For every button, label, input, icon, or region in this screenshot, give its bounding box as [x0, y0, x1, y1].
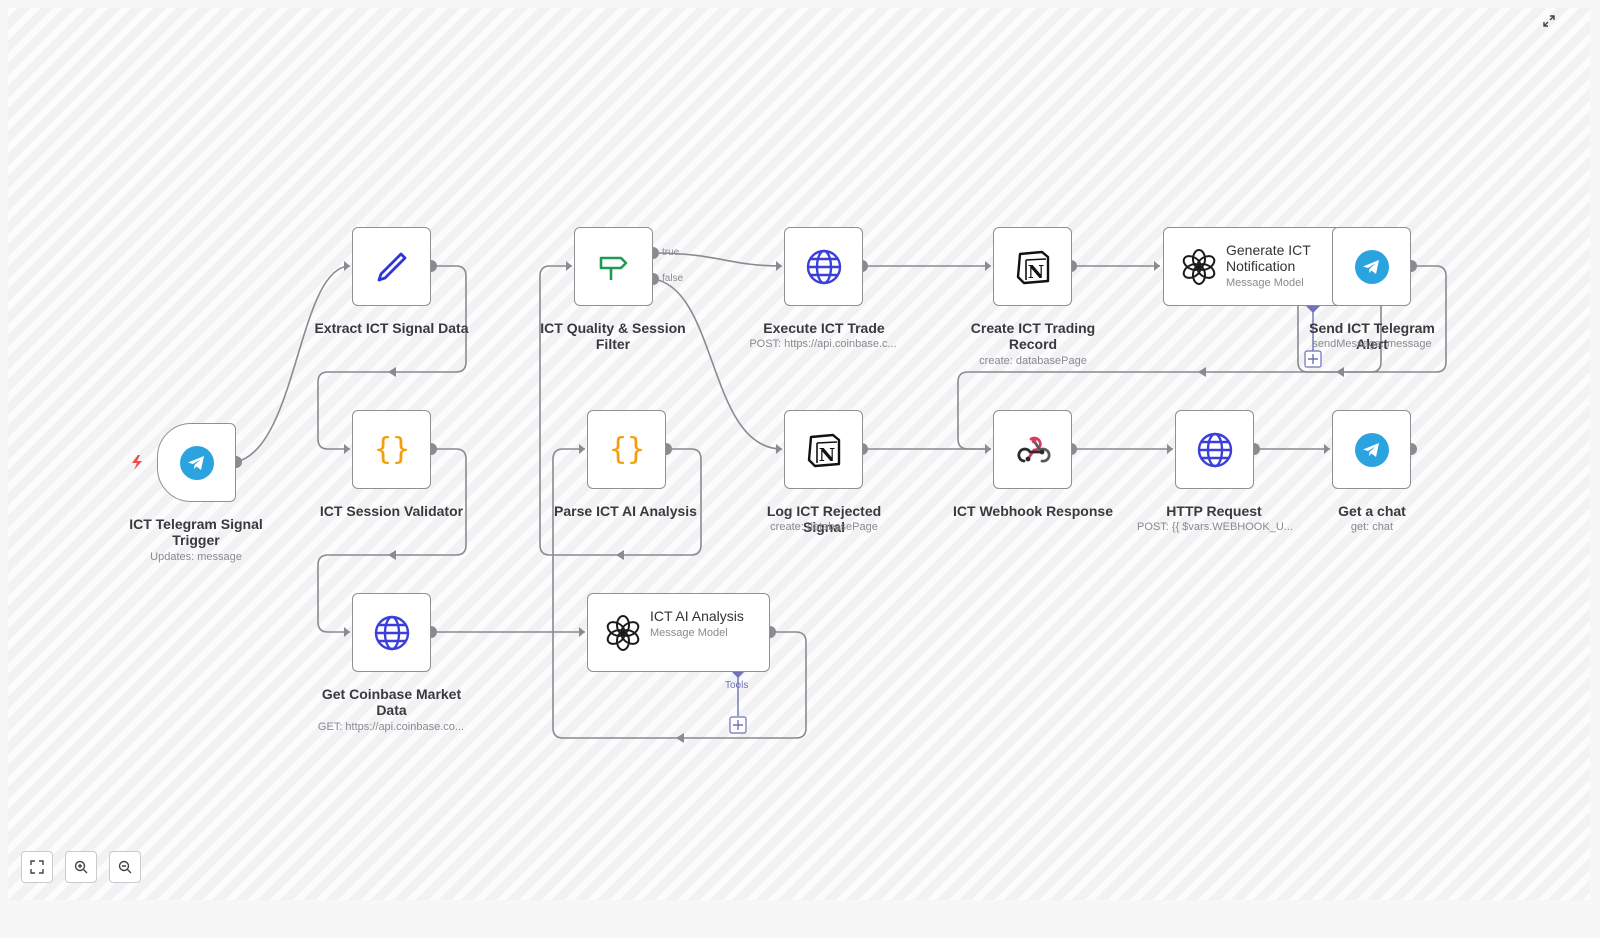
fit-view-button[interactable]: [21, 851, 53, 883]
node-coinbase-market[interactable]: [352, 593, 431, 672]
node-label: Create ICT Trading Record: [970, 320, 1096, 352]
svg-text:{}: {}: [373, 432, 409, 467]
tools-label: Tools: [725, 680, 749, 691]
svg-text:N: N: [1027, 262, 1043, 283]
zoom-in-button[interactable]: [65, 851, 97, 883]
node-parse-ai[interactable]: {}: [587, 410, 666, 489]
globe-icon: [1197, 432, 1232, 467]
node-label: ICT Quality & Session Filter: [540, 320, 686, 352]
node-telegram-trigger[interactable]: [157, 423, 236, 502]
telegram-icon: [1354, 432, 1389, 467]
telegram-icon: [179, 445, 214, 480]
node-extract-signal[interactable]: [352, 227, 431, 306]
code-braces-icon: {}: [373, 432, 409, 467]
node-label: ICT Telegram Signal Trigger: [129, 516, 263, 548]
notion-icon: N: [807, 433, 840, 467]
node-label: ICT Session Validator: [319, 503, 464, 519]
wire-trigger-extract: [235, 265, 351, 463]
node-generate-notification[interactable]: Generate ICT Notification Message Model: [1163, 227, 1341, 306]
node-label: HTTP Request: [1166, 503, 1262, 519]
webhook-icon: [1016, 436, 1050, 462]
node-subtitle: POST: https://api.coinbase.c...: [749, 338, 897, 350]
node-ai-analysis[interactable]: ICT AI Analysis Message Model: [587, 593, 770, 672]
pencil-edit-icon: [377, 252, 406, 281]
node-subtitle: POST: {{ $vars.WEBHOOK_U...: [1137, 521, 1293, 533]
node-send-telegram-alert[interactable]: [1332, 227, 1411, 306]
signpost-filter-icon: [599, 256, 627, 280]
node-label: Extract ICT Signal Data: [314, 320, 469, 336]
node-subtitle: sendMessage: message: [1312, 338, 1432, 350]
node-subtitle: Message Model: [650, 627, 728, 639]
node-subtitle: create: databasePage: [770, 521, 878, 533]
svg-text:N: N: [818, 445, 834, 466]
node-label: Execute ICT Trade: [763, 320, 885, 336]
openai-icon: [1182, 248, 1216, 285]
node-label: ICT AI Analysis: [650, 608, 744, 624]
zoom-in-icon: [74, 860, 88, 874]
workflow-canvas[interactable]: ICT Telegram Signal Trigger Updates: mes…: [8, 8, 1590, 900]
trigger-bolt-icon: [132, 455, 142, 470]
node-label: Log ICT Rejected Signal: [766, 503, 882, 535]
zoom-out-icon: [118, 860, 132, 874]
branch-true-label: true: [662, 247, 680, 258]
node-create-record[interactable]: N: [993, 227, 1072, 306]
node-subtitle: GET: https://api.coinbase.co...: [317, 721, 465, 733]
node-subtitle: get: chat: [1350, 521, 1394, 533]
code-braces-icon: {}: [608, 432, 644, 467]
node-subtitle: create: databasePage: [979, 355, 1087, 367]
node-execute-trade[interactable]: [784, 227, 863, 306]
node-log-rejected[interactable]: N: [784, 410, 863, 489]
globe-icon: [374, 615, 409, 650]
expand-icon[interactable]: [1542, 14, 1556, 28]
zoom-out-button[interactable]: [109, 851, 141, 883]
node-label: Parse ICT AI Analysis: [554, 503, 697, 519]
node-subtitle: Message Model: [1226, 277, 1304, 289]
openai-icon: [606, 614, 640, 651]
node-label: ICT Webhook Response: [953, 503, 1113, 519]
node-label: Get Coinbase Market Data: [321, 686, 462, 718]
branch-false-label: false: [662, 273, 684, 284]
svg-text:{}: {}: [608, 432, 644, 467]
node-label: Send ICT Telegram Alert: [1309, 320, 1435, 352]
fit-view-icon: [30, 860, 44, 874]
node-label: Get a chat: [1338, 503, 1406, 519]
telegram-icon: [1354, 249, 1389, 284]
node-http-request[interactable]: [1175, 410, 1254, 489]
notion-icon: N: [1016, 250, 1049, 284]
node-subtitle: Updates: message: [150, 551, 242, 563]
node-webhook-response[interactable]: [993, 410, 1072, 489]
wire-filter-true-execute: [652, 252, 783, 267]
node-label: Generate ICT Notification: [1226, 242, 1311, 274]
globe-icon: [806, 249, 841, 284]
wire-filter-false-rejected: [652, 278, 783, 450]
node-quality-filter[interactable]: [574, 227, 653, 306]
node-session-validator[interactable]: {}: [352, 410, 431, 489]
node-get-chat[interactable]: [1332, 410, 1411, 489]
